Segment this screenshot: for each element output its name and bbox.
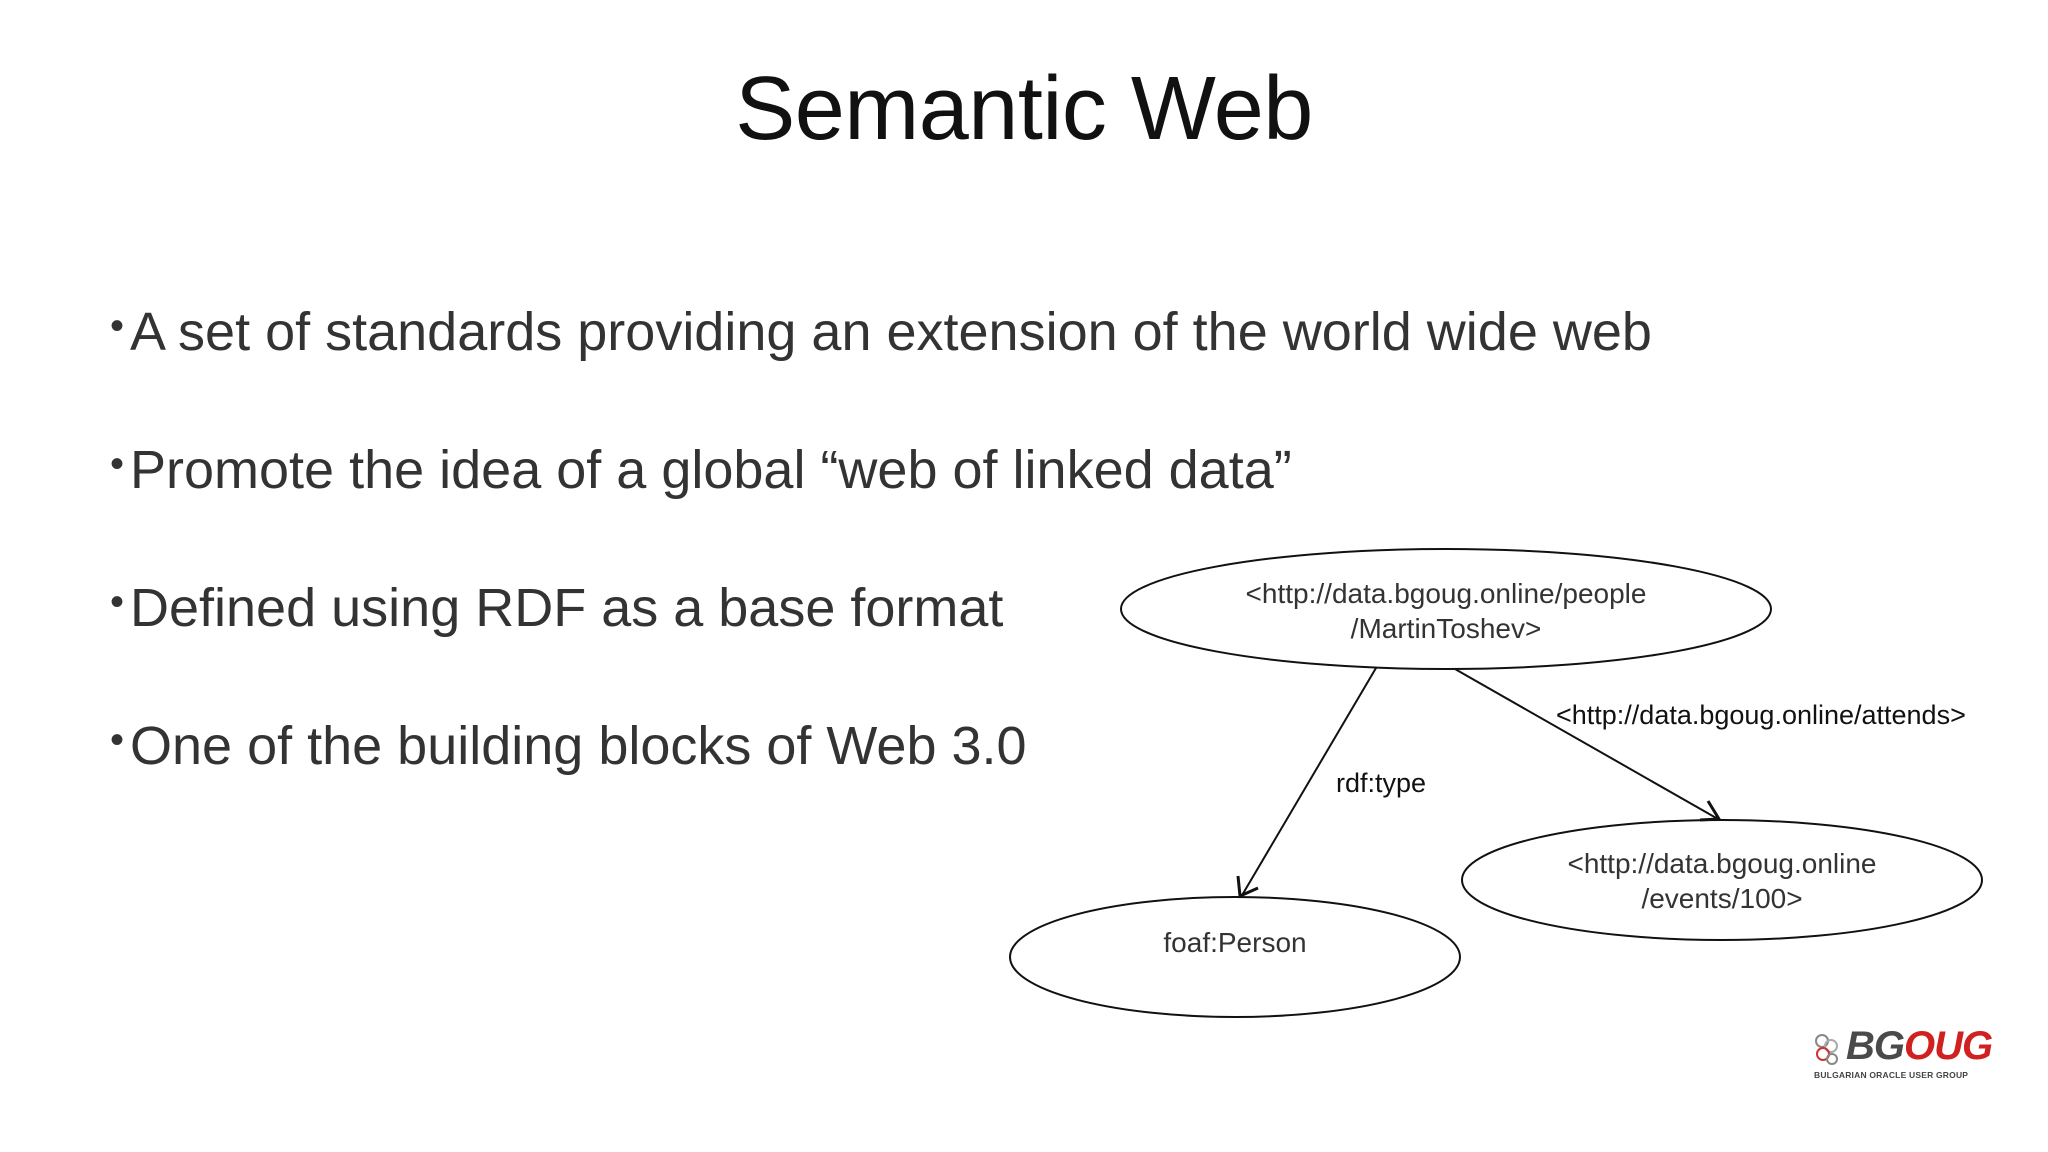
- subject-node-ellipse: [1120, 548, 1772, 670]
- bullet-item: • A set of standards providing an extens…: [110, 300, 1652, 438]
- bullet-marker: •: [110, 718, 125, 762]
- event-object-node-label-line1: <http://data.bgoug.online: [1567, 848, 1876, 879]
- type-edge-line: [1240, 667, 1377, 898]
- bullet-text: Promote the idea of a global “web of lin…: [130, 440, 1292, 500]
- attends-edge: <http://data.bgoug.online/attends>: [1454, 668, 1966, 822]
- type-object-node-label: foaf:Person: [1163, 927, 1306, 958]
- event-object-node: <http://data.bgoug.online /events/100>: [1461, 819, 1983, 941]
- bullet-item: • Promote the idea of a global “web of l…: [110, 438, 1652, 576]
- bullet-item: • Defined using RDF as a base format: [110, 576, 1652, 714]
- type-edge-label: rdf:type: [1336, 768, 1426, 798]
- bullet-text: Defined using RDF as a base format: [130, 578, 1004, 638]
- bgoug-logo-subtitle: BULGARIAN ORACLE USER GROUP: [1814, 1070, 1969, 1080]
- type-edge: rdf:type: [1236, 667, 1426, 899]
- event-object-node-ellipse: [1461, 819, 1983, 941]
- bullet-marker: •: [110, 442, 125, 486]
- type-object-node: foaf:Person: [1009, 896, 1461, 1018]
- type-object-node-ellipse: [1009, 896, 1461, 1018]
- bullet-text: One of the building blocks of Web 3.0: [130, 716, 1027, 776]
- logo-prefix: BG: [1846, 1024, 1905, 1068]
- bullet-item: • One of the building blocks of Web 3.0: [110, 714, 1652, 852]
- bullet-list: • A set of standards providing an extens…: [110, 300, 1652, 852]
- bullet-marker: •: [110, 304, 125, 348]
- subject-node-label-line2: /MartinToshev>: [1351, 613, 1542, 644]
- attends-edge-line: [1454, 668, 1719, 820]
- subject-node-label-line1: <http://data.bgoug.online/people: [1246, 578, 1647, 609]
- bullet-text: A set of standards providing an extensio…: [130, 302, 1652, 362]
- event-object-node-label-line2: /events/100>: [1641, 883, 1802, 914]
- bgoug-logo-wordmark: BGOUG: [1846, 1024, 1993, 1069]
- type-edge-arrowhead: [1236, 875, 1259, 899]
- attends-edge-arrowhead: [1699, 800, 1722, 822]
- slide-title: Semantic Web: [735, 59, 1313, 159]
- bgoug-logo: BGOUG BULGARIAN ORACLE USER GROUP: [1812, 1024, 1996, 1082]
- attends-edge-label: <http://data.bgoug.online/attends>: [1556, 700, 1966, 730]
- subject-node: <http://data.bgoug.online/people /Martin…: [1120, 548, 1772, 670]
- bullet-marker: •: [110, 580, 125, 624]
- bgoug-logo-mark-icon: [1815, 1034, 1838, 1065]
- logo-suffix: OUG: [1904, 1024, 1993, 1068]
